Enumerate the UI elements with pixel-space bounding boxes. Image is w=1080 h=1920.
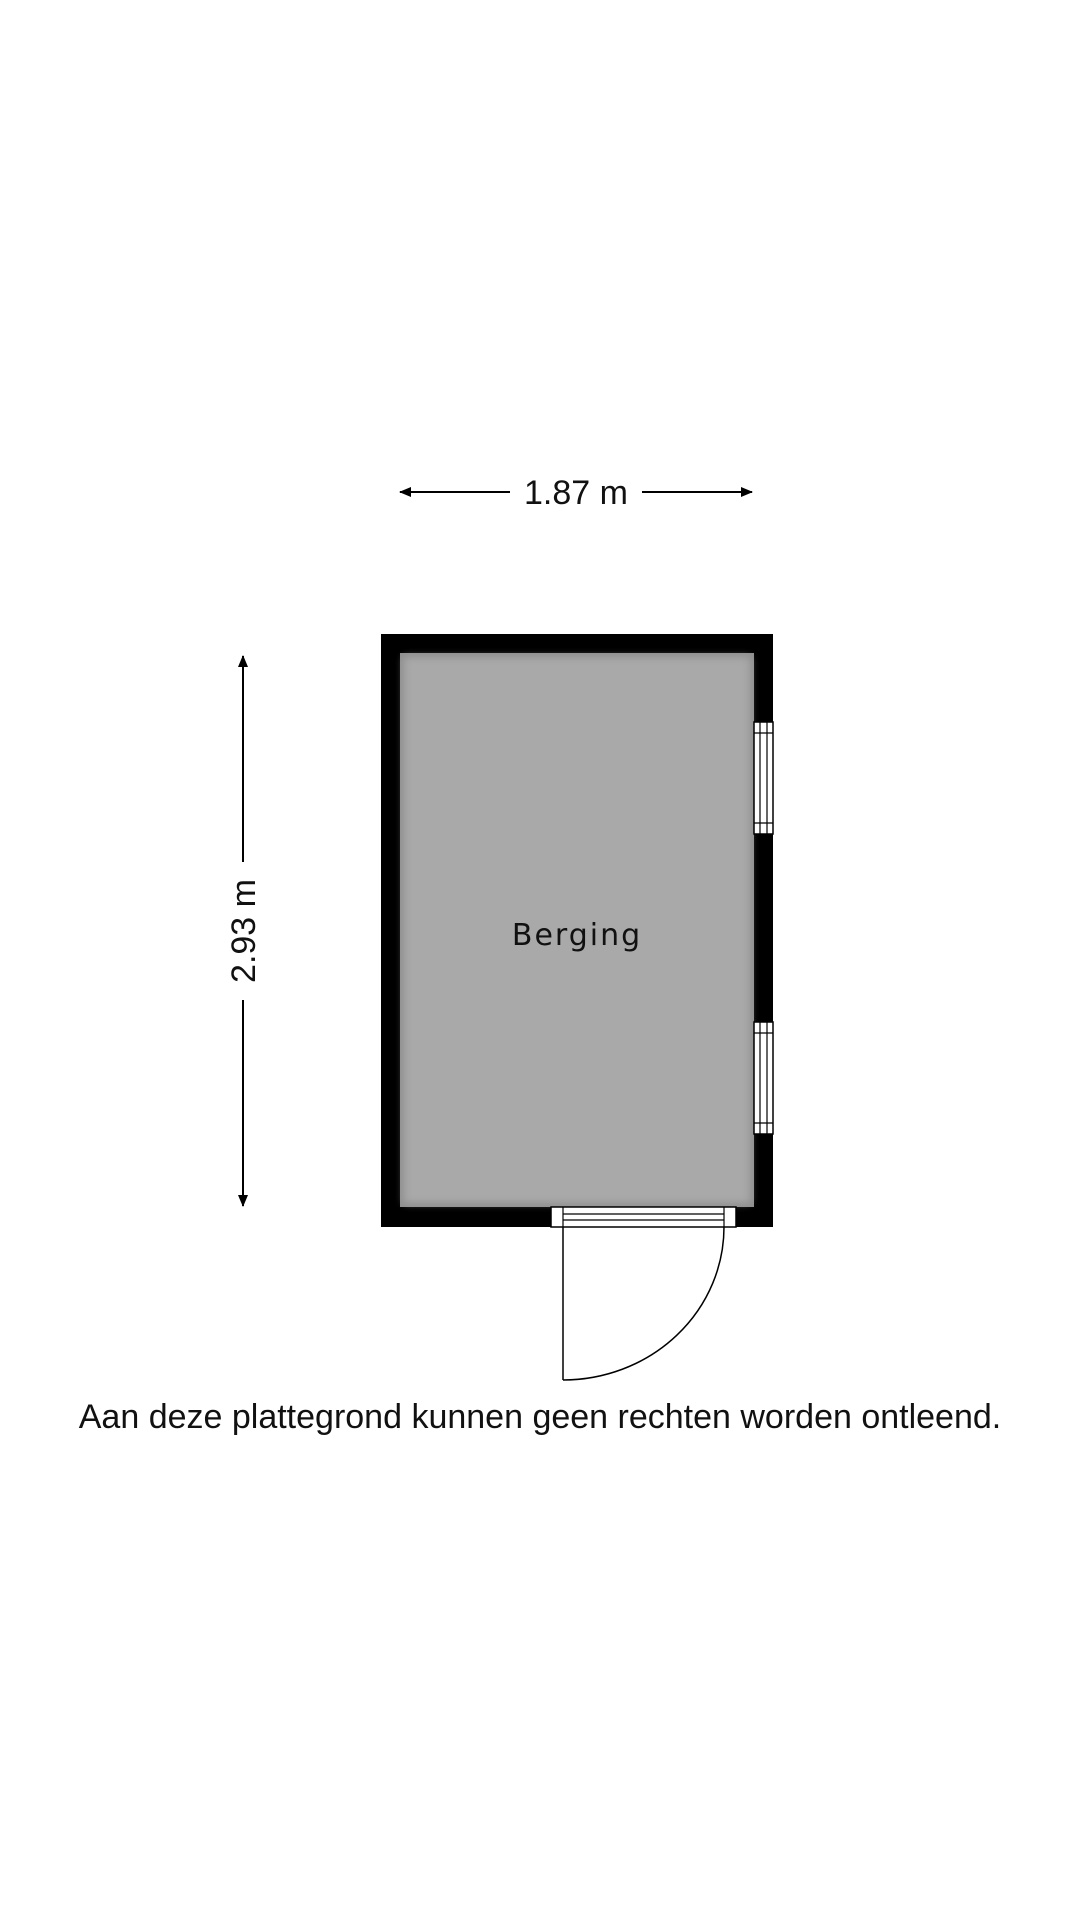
- floor-area-inner: [404, 657, 750, 1203]
- door: [550, 1206, 737, 1381]
- window-upper: [753, 721, 774, 835]
- door-opening: [550, 1206, 737, 1228]
- width-dimension: 1.87 m: [399, 474, 753, 512]
- disclaimer-text: Aan deze plattegrond kunnen geen rechten…: [78, 1398, 1002, 1436]
- room-floor: [400, 653, 754, 1207]
- height-dimension: 2.93 m: [225, 655, 263, 1207]
- height-label: 2.93 m: [225, 879, 263, 983]
- room-label: Berging: [512, 918, 642, 953]
- window-lower: [753, 1021, 774, 1135]
- width-label: 1.87 m: [524, 474, 628, 512]
- door-swing-arc: [562, 1226, 725, 1381]
